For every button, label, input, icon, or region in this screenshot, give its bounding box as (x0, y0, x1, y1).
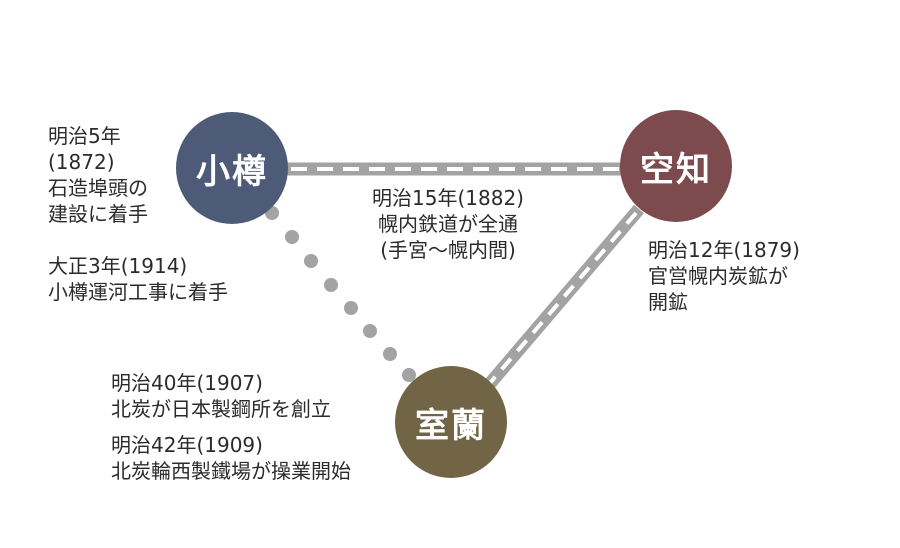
note-line: 明治15年(1882) (372, 186, 524, 210)
note-line: 開鉱 (648, 290, 688, 314)
note-line: 明治40年(1907) (111, 371, 263, 395)
city-otaru: 小樽 (176, 112, 288, 224)
note-line: 明治42年(1909) (111, 433, 263, 457)
note-muroran-1909: 明治42年(1909) 北炭輪西製鐵場が操業開始 (111, 432, 351, 484)
note-line: (手宮～幌内間) (380, 238, 516, 262)
note-line: 幌内鉄道が全通 (378, 212, 518, 236)
note-otaru-1914: 大正3年(1914) 小樽運河工事に着手 (48, 253, 228, 305)
note-line: (1872) (48, 150, 115, 174)
note-sorachi-1879: 明治12年(1879) 官営幌内炭鉱が 開鉱 (648, 237, 800, 315)
note-muroran-1907: 明治40年(1907) 北炭が日本製鋼所を創立 (111, 370, 331, 422)
route-dot (304, 254, 318, 268)
railway-sorachi-muroran (482, 204, 644, 392)
note-railway-1882: 明治15年(1882) 幌内鉄道が全通 (手宮～幌内間) (358, 185, 538, 263)
route-dot (363, 324, 377, 338)
route-dot (383, 347, 397, 361)
city-otaru-label: 小樽 (196, 151, 268, 192)
note-line: 官営幌内炭鉱が (648, 264, 788, 288)
note-line: 明治5年 (48, 124, 121, 148)
note-line: 建設に着手 (48, 202, 148, 226)
note-line: 明治12年(1879) (648, 238, 800, 262)
route-dot (324, 278, 338, 292)
note-line: 石造埠頭の (48, 176, 148, 200)
note-otaru-1872: 明治5年 (1872) 石造埠頭の 建設に着手 (48, 123, 148, 227)
route-dot (285, 230, 299, 244)
city-sorachi-label: 空知 (640, 149, 712, 190)
note-line: 小樽運河工事に着手 (48, 280, 228, 304)
sea-route-otaru-muroran (265, 206, 416, 382)
city-sorachi: 空知 (620, 110, 732, 222)
route-dot (344, 301, 358, 315)
city-muroran-label: 室蘭 (415, 405, 487, 446)
note-line: 北炭輪西製鐵場が操業開始 (111, 459, 351, 483)
note-line: 大正3年(1914) (48, 254, 188, 278)
city-muroran: 室蘭 (395, 366, 507, 478)
route-dot (402, 368, 416, 382)
note-line: 北炭が日本製鋼所を創立 (111, 397, 331, 421)
